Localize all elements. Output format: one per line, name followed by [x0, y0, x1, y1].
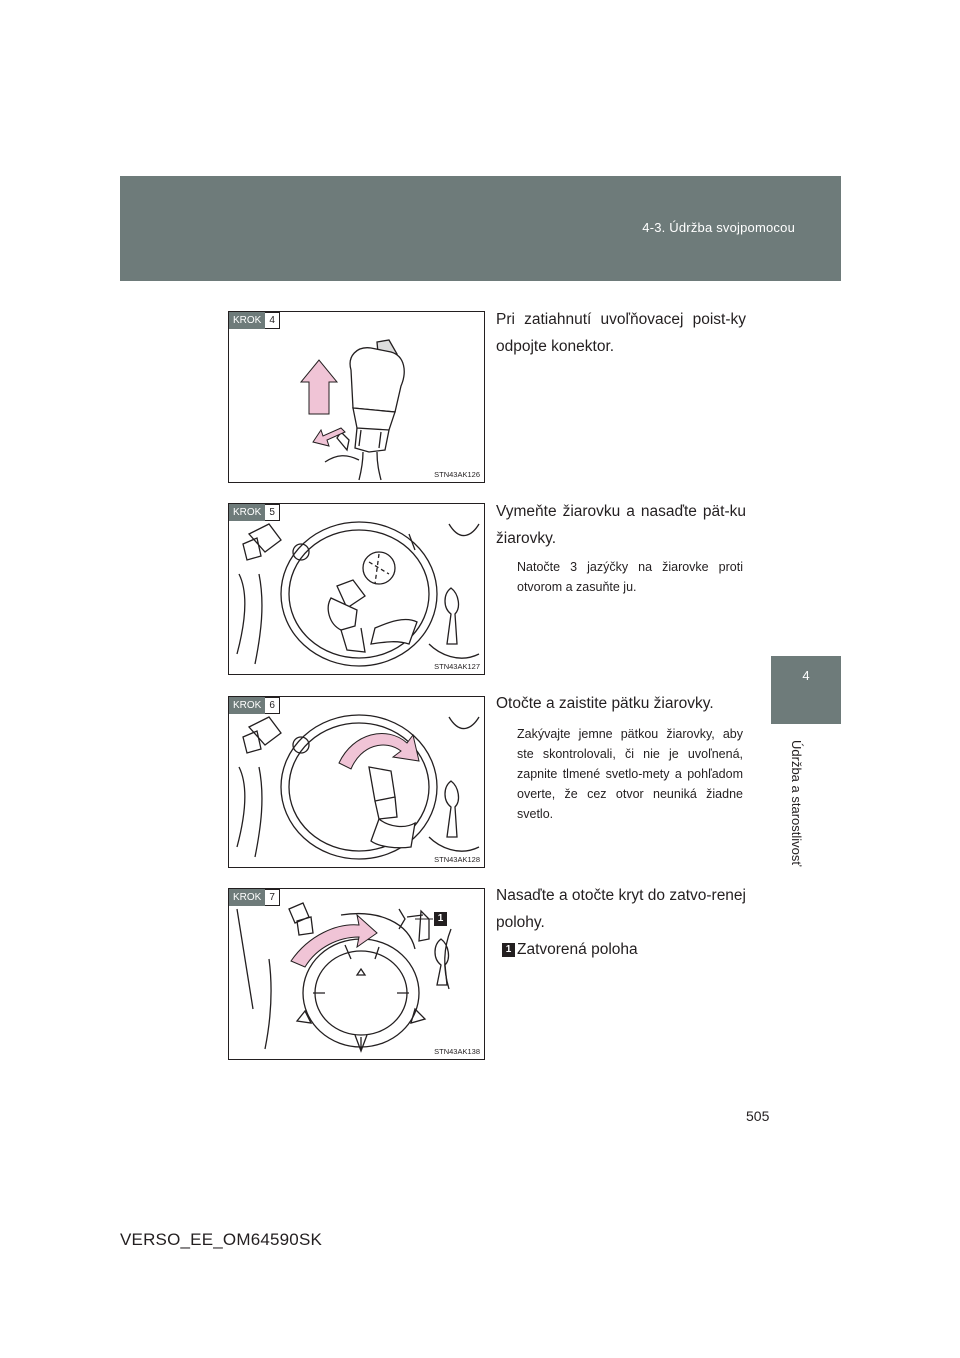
figure-code: STN43AK126: [434, 470, 480, 479]
page-number: 505: [746, 1108, 770, 1124]
callout-1-marker: 1: [434, 912, 447, 926]
legend-label: Zatvorená poloha: [517, 941, 638, 958]
chapter-label: Údržba a starostlivosť: [789, 740, 804, 867]
figure-code: STN43AK127: [434, 662, 480, 671]
step-badge: KROK 4: [229, 312, 280, 329]
header-band: 4-3. Údržba svojpomocou: [120, 176, 841, 281]
step-4-instruction: Pri zatiahnutí uvoľňovacej poist-ky odpo…: [496, 311, 746, 355]
bulb-socket-illustration: [236, 521, 480, 667]
chapter-number: 4: [802, 668, 810, 683]
document-code: VERSO_EE_OM64590SK: [120, 1230, 323, 1249]
bulb-lock-illustration: [236, 714, 480, 860]
chapter-tab: 4: [771, 656, 841, 724]
step-5-instruction: Vymeňte žiarovku a nasaďte pät-ku žiarov…: [496, 503, 746, 547]
step-badge: KROK 6: [229, 697, 280, 714]
bulb-connector-illustration: [299, 339, 405, 481]
step-6-note: Zakývajte jemne pätkou žiarovky, aby ste…: [517, 727, 743, 821]
legend-marker: 1: [502, 942, 515, 957]
section-title: 4-3. Údržba svojpomocou: [642, 220, 795, 235]
step-5-note: Natočte 3 jazýčky na žiarovke proti otvo…: [517, 560, 743, 594]
figure-step-7: 1 KROK 7 STN43AK138: [228, 888, 485, 1060]
cover-closing-illustration: [236, 902, 452, 1053]
step-badge: KROK 5: [229, 504, 280, 521]
figure-step-4: KROK 4 STN43AK126: [228, 311, 485, 483]
figure-step-5: KROK 5 STN43AK127: [228, 503, 485, 675]
figure-code: STN43AK128: [434, 855, 480, 864]
step-badge: KROK 7: [229, 889, 280, 906]
step-7-instruction: Nasaďte a otočte kryt do zatvo-renej pol…: [496, 887, 746, 931]
step-6-instruction: Otočte a zaistite pätku žiarovky.: [496, 695, 714, 712]
figure-step-6: KROK 6 STN43AK128: [228, 696, 485, 868]
figure-code: STN43AK138: [434, 1047, 480, 1056]
